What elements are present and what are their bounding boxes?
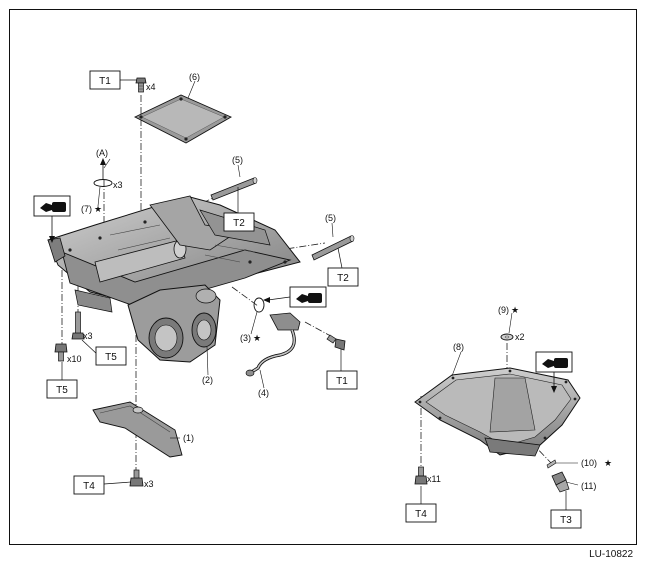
part-t5-stud — [54, 343, 68, 362]
part-t4-bolt-left — [129, 469, 144, 487]
star-icon: ★ — [511, 305, 519, 315]
torque-text: T5 — [105, 352, 117, 363]
torque-label-t4-left: T4 — [73, 475, 105, 495]
torque-text: T2 — [337, 273, 349, 284]
callout-9: (9) — [498, 305, 509, 315]
callout-1: (1) — [183, 433, 194, 443]
figure-code: LU-10822 — [589, 549, 633, 560]
torque-connectors — [61, 79, 567, 510]
quantity-label: x10 — [67, 354, 82, 364]
part-drain-gasket — [546, 459, 557, 469]
callout-4: (4) — [258, 388, 269, 398]
quantity-label: x3 — [113, 180, 123, 190]
torque-text: T3 — [560, 515, 572, 526]
part-t4-bolt-right — [414, 466, 428, 485]
part-t5-bolt — [71, 311, 85, 340]
part-oil-baffle-plate — [133, 94, 232, 144]
quantity-label: x4 — [146, 82, 156, 92]
callout-11: (11) — [581, 481, 596, 491]
torque-text: T4 — [415, 509, 427, 520]
part-pipe-a — [210, 177, 258, 201]
torque-label-t4-right: T4 — [405, 503, 437, 523]
liquid-gasket-icon — [263, 286, 327, 308]
torque-label-t5-a: T5 — [95, 346, 127, 366]
callout-3: (3) — [240, 333, 251, 343]
torque-text: T4 — [83, 481, 95, 492]
star-icon: ★ — [94, 204, 102, 214]
part-t1-bolt-right — [326, 334, 346, 351]
torque-label-t2-a: T2 — [223, 212, 255, 232]
part-gasket — [253, 297, 265, 313]
torque-label-t1-right: T1 — [326, 370, 358, 390]
star-icon: ★ — [253, 333, 261, 343]
quantity-label: x11 — [427, 474, 441, 484]
torque-label-t1-top: T1 — [89, 70, 121, 90]
diagram-frame — [9, 9, 637, 545]
torque-text: T1 — [336, 376, 348, 387]
callout-5b: (5) — [325, 213, 336, 223]
star-icon: ★ — [604, 458, 612, 468]
callout-10: (10) — [581, 458, 597, 468]
callout-8: (8) — [453, 342, 464, 352]
callout-7: (7) — [81, 204, 92, 214]
torque-text: T1 — [99, 76, 111, 87]
part-oil-strainer — [92, 401, 183, 458]
liquid-gasket-icon — [535, 351, 573, 393]
callout-leaders — [97, 80, 579, 486]
arrow-to-a — [100, 158, 106, 180]
part-level-gauge-guide — [245, 312, 301, 377]
torque-text: T2 — [233, 218, 245, 229]
part-pipe-b — [311, 235, 355, 261]
torque-label-t3: T3 — [550, 509, 582, 529]
liquid-gasket-icon — [33, 195, 71, 243]
part-oil-pan-lower — [414, 367, 581, 457]
quantity-label: x3 — [144, 479, 154, 489]
torque-label-t5-b: T5 — [46, 379, 78, 399]
quantity-label: x3 — [83, 331, 93, 341]
callout-a: (A) — [96, 148, 108, 158]
callout-5a: (5) — [232, 155, 243, 165]
callout-2: (2) — [202, 375, 213, 385]
torque-text: T5 — [56, 385, 68, 396]
part-top-bolt — [135, 77, 147, 93]
quantity-label: x2 — [515, 332, 525, 342]
part-drain-plug — [551, 471, 570, 493]
part-o-ring — [93, 179, 113, 187]
callout-6: (6) — [189, 72, 200, 82]
torque-label-t2-b: T2 — [327, 267, 359, 287]
